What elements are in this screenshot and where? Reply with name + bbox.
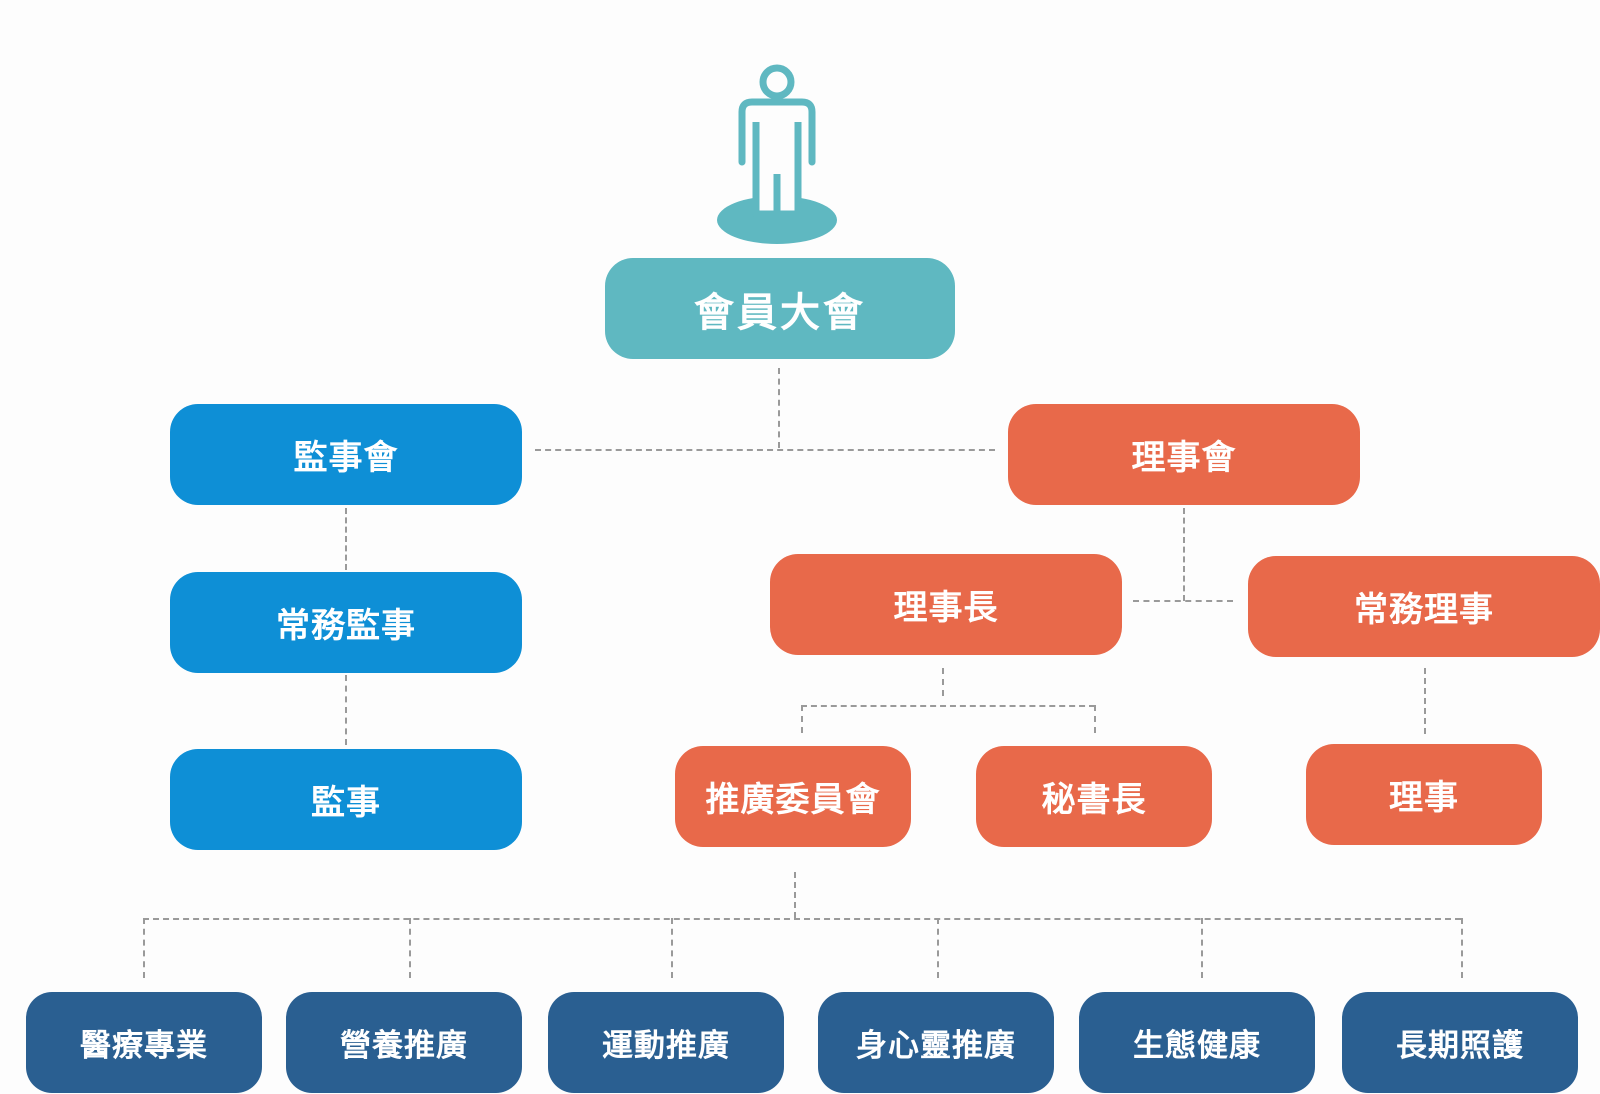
chairman-label: 理事長: [893, 588, 999, 628]
chairman-node: 理事長: [770, 554, 1122, 655]
promotion-committee-node: 推廣委員會: [675, 746, 911, 847]
promotion-committee-label: 推廣委員會: [705, 780, 881, 820]
program-node-long-term-care: 長期照護: [1342, 992, 1578, 1093]
standing-supervisor-node: 常務監事: [170, 572, 522, 673]
standing-director-label: 常務理事: [1354, 590, 1494, 630]
connector-chairman-down: [942, 668, 944, 696]
supervisor-node: 監事: [170, 749, 522, 850]
program-label: 醫療專業: [80, 1028, 208, 1064]
board-of-supervisors-label: 監事會: [293, 438, 399, 478]
connector-program-1: [143, 918, 145, 978]
connector-chairman-standing: [1133, 600, 1233, 602]
connector-directors-down: [1183, 508, 1185, 601]
connector-supervisors-2: [345, 675, 347, 745]
connector-program-3: [671, 918, 673, 978]
connector-standing-to-director: [1424, 668, 1426, 734]
board-of-directors-node: 理事會: [1008, 404, 1360, 505]
person-icon: [717, 64, 837, 244]
connector-boards-horizontal: [535, 449, 995, 451]
program-label: 長期照護: [1396, 1028, 1524, 1064]
secretary-general-label: 秘書長: [1041, 780, 1147, 820]
program-node-nutrition: 營養推廣: [286, 992, 522, 1093]
standing-supervisor-label: 常務監事: [276, 606, 416, 646]
connector-program-5: [1201, 918, 1203, 978]
connector-chairman-split: [801, 705, 1095, 707]
connector-root-down: [778, 368, 780, 448]
connector-supervisors-1: [345, 508, 347, 570]
program-node-medical: 醫療專業: [26, 992, 262, 1093]
general-assembly-node: 會員大會: [605, 258, 955, 359]
director-label: 理事: [1389, 778, 1459, 818]
program-node-eco-health: 生態健康: [1079, 992, 1315, 1093]
connector-committee-down: [794, 872, 796, 918]
connector-to-secretary: [1094, 705, 1096, 733]
connector-program-2: [409, 918, 411, 978]
secretary-general-node: 秘書長: [976, 746, 1212, 847]
program-label: 生態健康: [1133, 1028, 1261, 1064]
program-label: 運動推廣: [602, 1028, 730, 1064]
program-node-mind-body-spirit: 身心靈推廣: [818, 992, 1054, 1093]
board-of-directors-label: 理事會: [1131, 438, 1237, 478]
standing-director-node: 常務理事: [1248, 556, 1600, 657]
program-node-exercise: 運動推廣: [548, 992, 784, 1093]
supervisor-label: 監事: [311, 783, 381, 823]
connector-program-4: [937, 918, 939, 978]
connector-program-6: [1461, 918, 1463, 978]
director-node: 理事: [1306, 744, 1542, 845]
connector-programs-horizontal: [143, 918, 1461, 920]
connector-to-committee: [801, 705, 803, 733]
general-assembly-label: 會員大會: [694, 289, 866, 336]
program-label: 營養推廣: [340, 1028, 468, 1064]
board-of-supervisors-node: 監事會: [170, 404, 522, 505]
program-label: 身心靈推廣: [856, 1028, 1016, 1064]
